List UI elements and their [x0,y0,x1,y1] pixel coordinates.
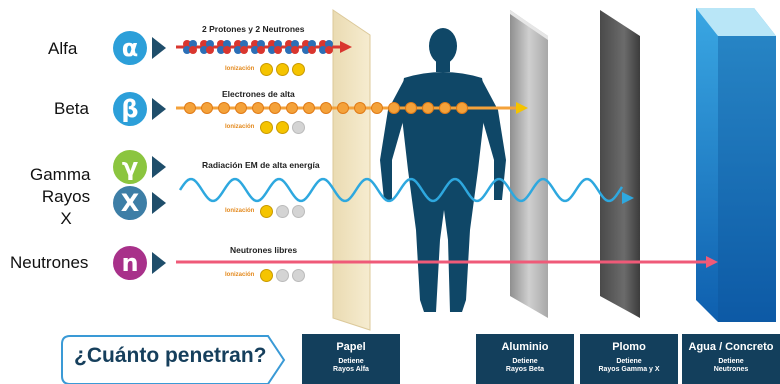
electron-particle [389,103,400,114]
tag-agua-line1: Detiene [682,358,780,366]
paper-barrier [333,10,370,330]
radiation-icon [276,205,289,218]
tag-plomo: Plomo Detiene Rayos Gamma y X [580,334,678,384]
label-beta: Beta [54,98,89,120]
alpha-particle [274,46,282,54]
radiation-icon [276,63,289,76]
radiation-icon [260,121,273,134]
alpha-chevron-icon [152,37,166,59]
beta-ionization-label: Ionización [225,124,254,130]
alpha-particle [325,46,333,54]
neutron-symbol: n [113,246,147,280]
tag-aluminio: Aluminio Detiene Rayos Beta [476,334,574,384]
electron-particle [219,103,230,114]
gamma-ionization-label: Ionización [225,208,254,214]
alpha-particle [308,46,316,54]
tag-agua-concreto: Agua / Concreto Detiene Neutrones [682,334,780,384]
tag-aluminio-name: Aluminio [476,341,574,353]
electron-particle [406,103,417,114]
human-silhouette-icon [380,28,506,312]
electron-particle [185,103,196,114]
electron-particle [355,103,366,114]
alpha-particle [189,46,197,54]
alpha-beam [176,40,352,54]
gamma-wave [180,179,634,204]
electron-particle [304,103,315,114]
neutron-chevron-icon [152,252,166,274]
gamma-title: Radiación EM de alta energía [202,160,320,170]
label-gamma: Gamma [30,164,90,186]
electron-particle [372,103,383,114]
alpha-symbol: α [113,31,147,65]
radiation-icon [292,63,305,76]
radiation-icon [276,269,289,282]
tag-agua-line2: Neutrones [682,366,780,374]
radiation-icon [292,205,305,218]
tag-aluminio-line1: Detiene [476,358,574,366]
electron-particle [287,103,298,114]
radiation-icon [260,269,273,282]
radiation-icon [292,269,305,282]
label-rayos-x: Rayos X [36,186,96,230]
neutron-title: Neutrones libres [230,245,297,255]
electron-particle [236,103,247,114]
tag-papel-name: Papel [302,341,400,353]
neutron-ionization-label: Ionización [225,272,254,278]
alpha-particle [291,46,299,54]
electron-particle [423,103,434,114]
radiation-icon [292,121,305,134]
tag-plomo-line1: Detiene [580,358,678,366]
alpha-ionization-label: Ionización [225,66,254,72]
radiation-icon [276,121,289,134]
alpha-title: 2 Protones y 2 Neutrones [202,24,305,34]
tag-papel: Papel Detiene Rayos Alfa [302,334,400,384]
alpha-particle [206,46,214,54]
x-ray-chevron-icon [152,192,166,214]
tag-plomo-name: Plomo [580,341,678,353]
beta-chevron-icon [152,98,166,120]
electron-particle [338,103,349,114]
gamma-symbol: γ [113,150,147,184]
tag-aluminio-line2: Rayos Beta [476,366,574,374]
tag-papel-line2: Rayos Alfa [302,366,400,374]
beta-symbol: β [113,92,147,126]
x-ray-symbol: X [113,186,147,220]
beta-title: Electrones de alta [222,89,295,99]
electron-particle [321,103,332,114]
label-alfa: Alfa [48,38,77,60]
lead-barrier [600,10,640,318]
tag-agua-name: Agua / Concreto [682,341,780,353]
gamma-chevron-icon [152,156,166,178]
aluminum-barrier [510,10,548,318]
alpha-particle [223,46,231,54]
electron-particle [457,103,468,114]
electron-particle [202,103,213,114]
alpha-particle [240,46,248,54]
electron-particle [270,103,281,114]
radiation-icon [260,63,273,76]
label-neutrones: Neutrones [10,252,88,274]
alpha-particle [257,46,265,54]
electron-particle [440,103,451,114]
tag-plomo-line2: Rayos Gamma y X [580,366,678,374]
electron-particle [253,103,264,114]
question-text: ¿Cuánto penetran? [74,344,267,368]
radiation-icon [260,205,273,218]
tag-papel-line1: Detiene [302,358,400,366]
